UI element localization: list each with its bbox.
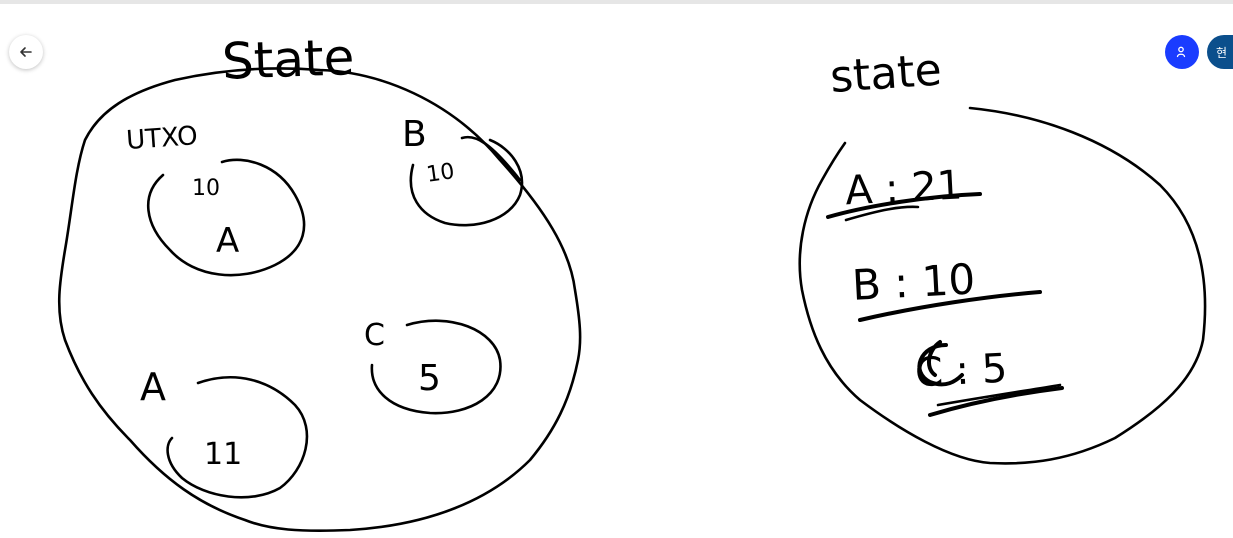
utxo-a-owner: A bbox=[216, 221, 239, 261]
participant-avatar-2[interactable]: 현 bbox=[1207, 35, 1233, 69]
top-border bbox=[0, 0, 1233, 4]
right-title: state bbox=[828, 44, 943, 103]
right-outer-circle bbox=[798, 106, 1207, 465]
utxo-b-arrow bbox=[460, 135, 522, 182]
participant-avatar-1[interactable] bbox=[1165, 35, 1199, 69]
right-entry-a-underline-2 bbox=[844, 205, 920, 222]
left-title: State bbox=[221, 28, 355, 91]
person-icon bbox=[1176, 46, 1186, 58]
utxo-c-circle bbox=[370, 319, 502, 415]
utxo-b-value: 10 bbox=[425, 159, 456, 188]
utxo-c-owner: C bbox=[364, 318, 385, 353]
back-button[interactable] bbox=[9, 35, 43, 69]
right-entry-a-underline bbox=[826, 192, 982, 219]
utxo-label: UTXO bbox=[125, 121, 198, 156]
right-entry-c-underline bbox=[928, 386, 1064, 417]
utxo-b-circle bbox=[409, 138, 524, 227]
utxo-b-owner: B bbox=[402, 114, 427, 155]
right-entry-c-underline-2 bbox=[936, 383, 1062, 407]
arrow-left-icon bbox=[20, 47, 32, 57]
right-entry-a: A : 21 bbox=[844, 162, 963, 214]
right-entry-c: C : 5 bbox=[914, 346, 1009, 397]
utxo-a2-value: 11 bbox=[204, 437, 242, 472]
utxo-c-value: 5 bbox=[418, 358, 441, 399]
utxo-a2-circle bbox=[166, 376, 309, 499]
utxo-a-circle bbox=[147, 158, 306, 277]
right-state-diagram: state A : 21 B : 10 C : 5 bbox=[798, 44, 1207, 465]
utxo-a2-owner: A bbox=[140, 365, 166, 409]
participant-avatar-2-label: 현 bbox=[1216, 45, 1228, 60]
right-entry-b-underline bbox=[858, 290, 1042, 322]
right-entry-c-scribble bbox=[917, 340, 964, 387]
left-outer-circle bbox=[57, 67, 582, 532]
left-state-diagram: State UTXO 10 A B 10 C 5 A 11 bbox=[57, 28, 582, 532]
utxo-a-value: 10 bbox=[192, 176, 220, 201]
